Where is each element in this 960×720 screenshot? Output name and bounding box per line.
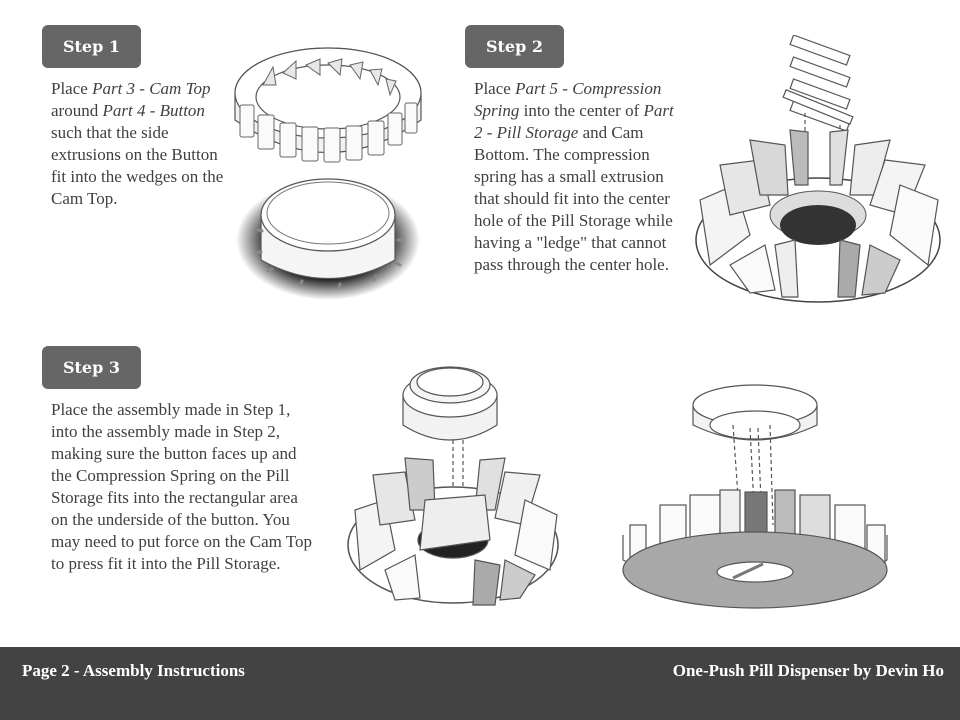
step-2-text: Place Part 5 - Compression Spring into t… bbox=[474, 78, 674, 276]
step-2-badge: Step 2 bbox=[465, 25, 564, 68]
footer-bar: Page 2 - Assembly Instructions One-Push … bbox=[0, 647, 960, 720]
compression-spring-icon bbox=[782, 35, 854, 195]
footer-title: One-Push Pill Dispenser by Devin Ho bbox=[672, 661, 944, 680]
step-3-badge: Step 3 bbox=[42, 346, 141, 389]
instruction-text: Place bbox=[51, 79, 93, 98]
pill-storage-wheel-icon bbox=[695, 129, 941, 303]
pill-storage-wheel-icon bbox=[347, 457, 559, 606]
instruction-text: Place bbox=[474, 79, 516, 98]
cam-button-assembly-icon bbox=[402, 366, 498, 560]
instruction-text: Place the assembly made in Step 1, into … bbox=[51, 400, 312, 573]
step-3-text: Place the assembly made in Step 1, into … bbox=[51, 399, 316, 575]
button-icon bbox=[236, 178, 420, 300]
step-3-assembly-bottom-illustration bbox=[622, 384, 888, 609]
step-1-text: Place Part 3 - Cam Top around Part 4 - B… bbox=[51, 78, 226, 210]
instruction-text: into the center of bbox=[519, 101, 644, 120]
pill-storage-underside-icon bbox=[622, 489, 888, 609]
part-name-text: Part 3 - Cam Top bbox=[92, 79, 211, 98]
part-name-text: Part 5 - Compression Spring bbox=[474, 79, 662, 120]
cam-top-ring-icon bbox=[692, 384, 818, 526]
step-1-illustration bbox=[234, 47, 422, 300]
instruction-text: such that the side extrusions on the But… bbox=[51, 123, 224, 208]
footer-page-label: Page 2 - Assembly Instructions bbox=[22, 661, 245, 680]
part-name-text: Part 4 - Button bbox=[102, 101, 205, 120]
instruction-text: and Cam Bottom. The compression spring h… bbox=[474, 123, 673, 274]
step-2-illustration bbox=[695, 35, 941, 303]
instruction-text: around bbox=[51, 101, 103, 120]
step-3-assembly-top-illustration bbox=[347, 366, 559, 606]
cam-top-ring-icon bbox=[234, 47, 422, 163]
step-1-badge: Step 1 bbox=[42, 25, 141, 68]
part-name-text: Part 2 - Pill Storage bbox=[474, 101, 674, 142]
